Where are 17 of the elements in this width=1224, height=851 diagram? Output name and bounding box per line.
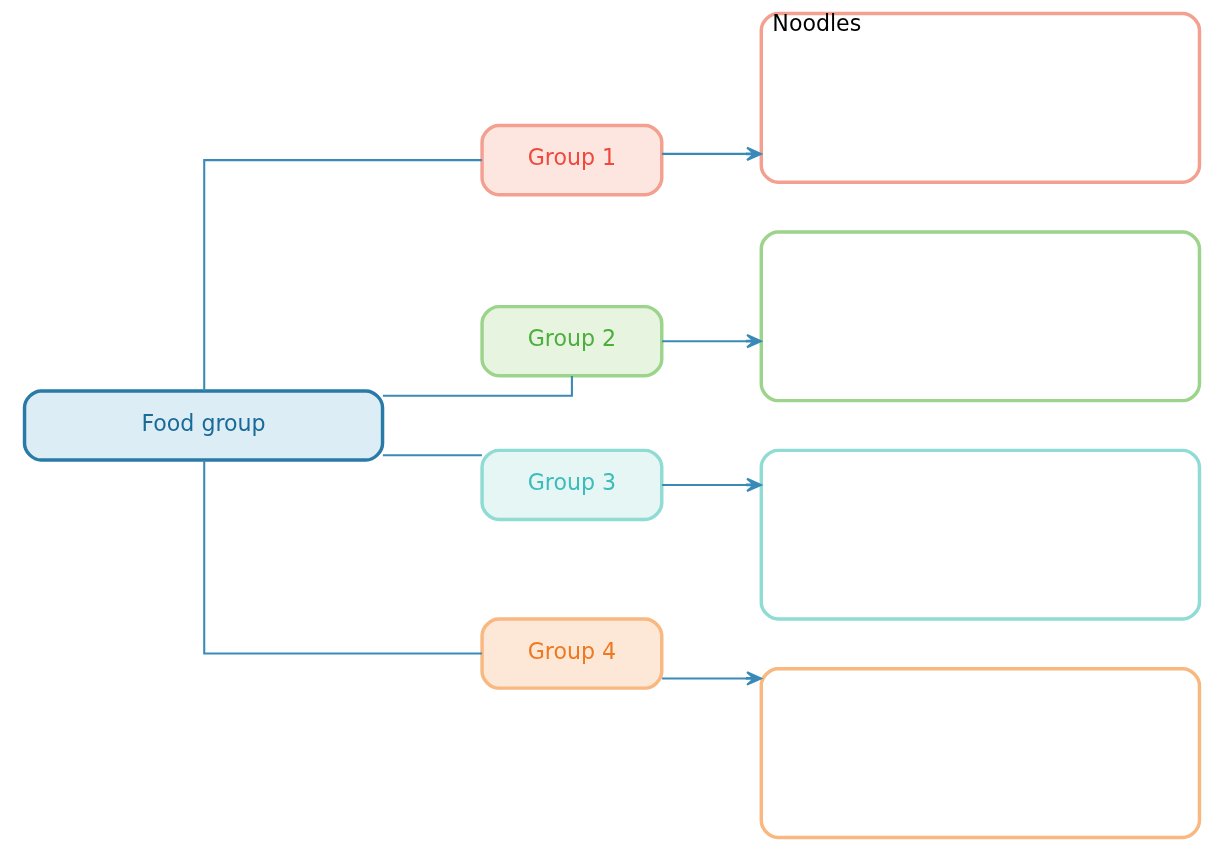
node-box: Noodles — [759, 11, 1202, 184]
arrow — [662, 671, 762, 686]
arrow — [662, 333, 762, 349]
node-box: Group 4 — [480, 617, 664, 690]
node-box: Group 2 — [480, 304, 664, 378]
node-box: Group 3 — [480, 448, 664, 522]
node-box — [759, 448, 1202, 621]
node-box — [759, 667, 1202, 840]
arrow — [662, 146, 762, 162]
connector — [203, 159, 482, 391]
connector — [382, 454, 482, 457]
connector — [382, 376, 573, 397]
arrow — [662, 477, 762, 493]
node-box — [759, 230, 1202, 403]
node-box: Group 1 — [480, 123, 664, 197]
node-box: Food group — [22, 389, 385, 462]
connector — [203, 460, 482, 655]
